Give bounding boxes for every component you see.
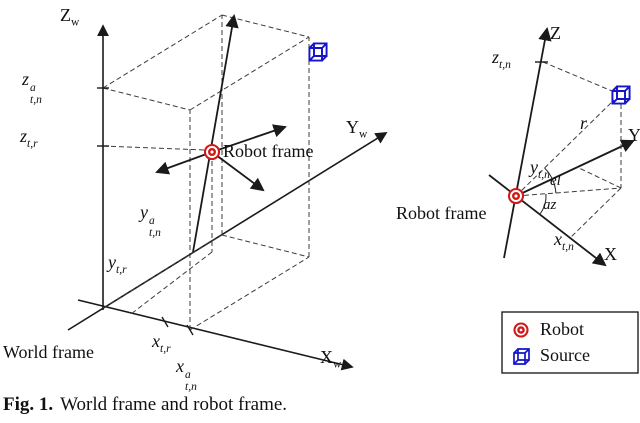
- robot-circle-icon: [513, 322, 529, 338]
- axis-label-xw: Xw: [320, 347, 342, 371]
- figure-caption-number: Fig. 1.: [3, 394, 54, 415]
- axis-label-yw: Yw: [346, 117, 368, 141]
- source-cube-icon: [611, 85, 631, 105]
- right-construction-dashed: [515, 61, 622, 239]
- tick-label-x-tr: xt,r: [152, 331, 171, 356]
- tick-label-z-tn: zt,n: [492, 47, 511, 72]
- robot-frame-label-left: Robot frame: [223, 141, 314, 161]
- tick-label-x-tn: xt,n: [554, 229, 574, 254]
- angle-arcs: [539, 167, 557, 215]
- azimuth-label: az: [543, 197, 557, 213]
- construction-box-dashed: [102, 14, 310, 331]
- figure-caption-text: World frame and robot frame.: [60, 394, 288, 415]
- tick-label-y-tr: yt,r: [108, 252, 127, 277]
- robot-frame-axes-left: [155, 14, 287, 253]
- world-axis-ticks: [97, 87, 194, 336]
- robot-frame-label-right: Robot frame: [396, 203, 487, 223]
- axis-label-zw: Zw: [60, 5, 80, 29]
- robot-circle-icon: [507, 187, 525, 205]
- tick-label-y-tn: yt,n: [530, 157, 550, 182]
- figure-caption: Fig. 1. World frame and robot frame.: [3, 394, 287, 416]
- robot-frame-axes-right: [488, 27, 635, 267]
- world-frame-axes: [67, 24, 388, 371]
- range-label: r: [580, 113, 588, 133]
- axis-label-x: X: [604, 244, 617, 264]
- legend-box: [501, 311, 639, 374]
- axis-label-y: Y: [628, 125, 640, 145]
- world-frame-label: World frame: [3, 342, 95, 362]
- tick-label-z-tr: zt,r: [20, 126, 38, 151]
- axis-label-z: Z: [550, 23, 561, 43]
- elevation-label: el: [550, 173, 561, 189]
- legend-label-robot: Robot: [540, 319, 585, 339]
- legend-label-source: Source: [540, 345, 590, 365]
- robot-circle-icon: [203, 143, 221, 161]
- source-cube-icon: [308, 42, 328, 62]
